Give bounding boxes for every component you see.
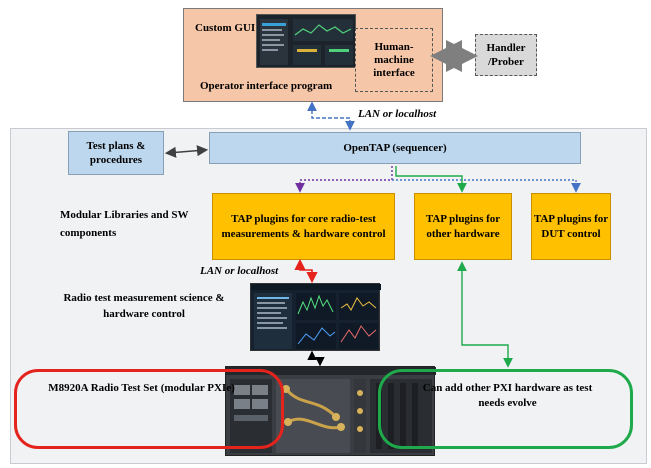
modular-libraries-label: Modular Libraries and SW components <box>60 209 189 239</box>
human-machine-interface-label: Human-machine interface <box>373 40 415 79</box>
tap-plugins-core-box: TAP plugins for core radio-test measurem… <box>212 193 395 260</box>
other-plugin-pxi-connector <box>457 261 513 368</box>
pxi-expansion-label: Can add other PXI hardware as test needs… <box>422 382 593 409</box>
radio-instrument-connector <box>307 350 325 367</box>
custom-gui-title: Custom GUI <box>195 22 256 34</box>
tap-plugins-other-hardware-label: TAP plugins for other hardware <box>425 212 501 240</box>
lan-localhost-mid-label: LAN or localhost <box>200 265 279 277</box>
opentap-other-plugin-connector <box>395 166 467 193</box>
m8920-label: M8920A Radio Test Set (modular PXIe) <box>48 382 235 394</box>
test-plans-label: Test plans & procedures <box>86 140 146 166</box>
m8920-highlight-ring <box>14 369 284 449</box>
human-machine-interface-box: Human-machine interface <box>355 28 433 92</box>
tap-plugins-other-hardware-box: TAP plugins for other hardware <box>414 193 512 260</box>
core-plugin-radio-connector <box>294 258 318 284</box>
opentap-dut-plugin-connector <box>392 179 581 193</box>
handler-prober-box: Handler /Prober <box>475 34 537 76</box>
pxi-expansion-highlight-ring <box>378 369 633 449</box>
opentap-sequencer-box: OpenTAP (sequencer) <box>209 132 581 164</box>
tap-plugins-core-label: TAP plugins for core radio-test measurem… <box>221 212 386 240</box>
radio-test-screenshot-image <box>250 283 381 351</box>
tap-plugins-dut-label: TAP plugins for DUT control <box>533 212 609 240</box>
handler-prober-label: Handler /Prober <box>486 42 526 68</box>
radio-test-screenshot-graphic <box>251 284 381 349</box>
test-plans-box: Test plans & procedures <box>68 131 164 175</box>
opentap-sequencer-label: OpenTAP (sequencer) <box>343 142 447 154</box>
opentap-core-plugin-connector <box>295 166 393 193</box>
radio-test-label: Radio test measurement science & hardwar… <box>63 292 225 320</box>
testplans-opentap-connector <box>164 145 209 158</box>
operator-interface-caption: Operator interface program <box>200 80 333 92</box>
gui-opentap-lan-connector <box>307 101 355 131</box>
gui-screenshot-graphic <box>260 19 353 65</box>
lan-localhost-top-label: LAN or localhost <box>358 108 437 120</box>
tap-plugins-dut-box: TAP plugins for DUT control <box>531 193 611 260</box>
